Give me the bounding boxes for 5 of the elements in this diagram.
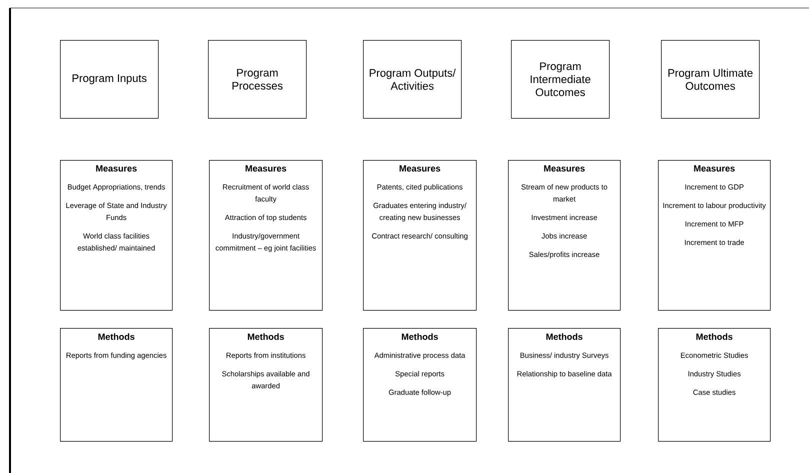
header-box: Program Intermediate Outcomes: [511, 40, 610, 119]
header-box: Program Ultimate Outcomes: [661, 40, 760, 119]
header-box: Program Processes: [208, 40, 307, 119]
header-box: Program Inputs: [60, 40, 159, 119]
header-box: Program Outputs/ Activities: [363, 40, 462, 119]
